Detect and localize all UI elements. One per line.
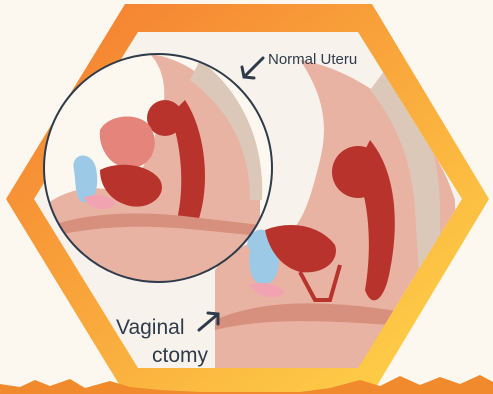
circle-bowel (147, 100, 183, 136)
vaginal-label-line2: ctomy (152, 344, 208, 368)
vaginal-label-line1: Vaginal (116, 316, 185, 340)
large-bowel-loop (332, 146, 384, 198)
normal-uterus-label: Normal Uteru (268, 51, 357, 68)
